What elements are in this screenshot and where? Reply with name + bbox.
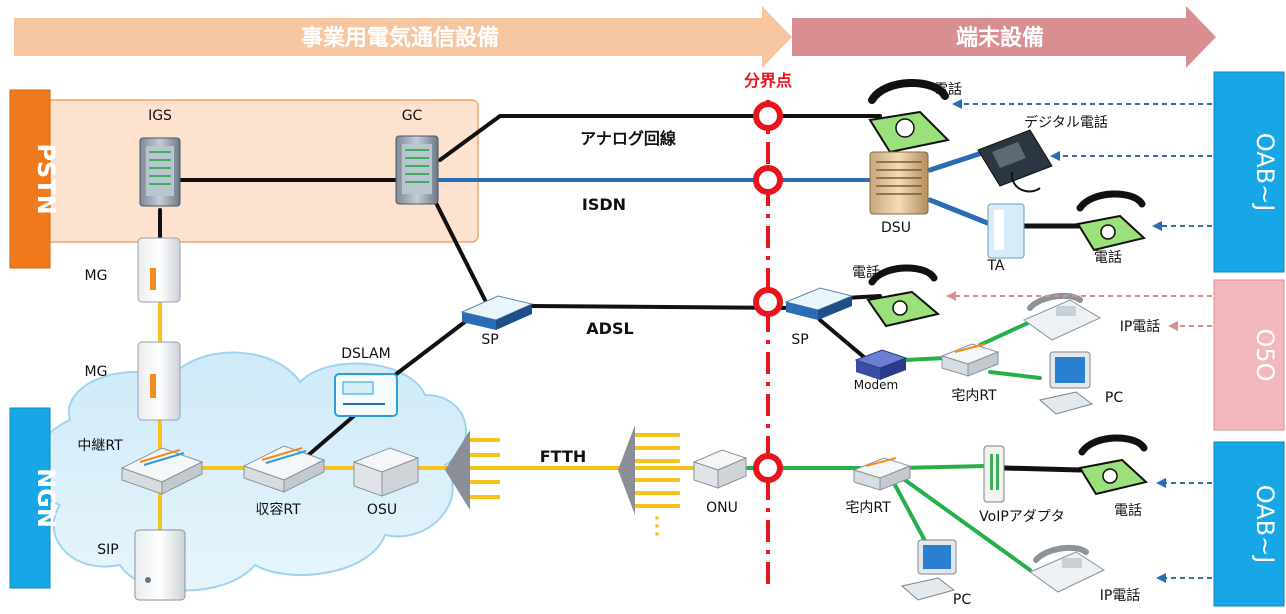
oabj-top-label: OAB~J <box>1251 133 1279 212</box>
pc-bottom-label: PC <box>953 592 971 608</box>
adsl-line-label: ADSL <box>586 319 633 338</box>
home-rt-top-label: 宅内RT <box>951 388 997 404</box>
demarcation-label: 分界点 <box>744 71 792 90</box>
modem-device <box>854 349 908 380</box>
voip-adapter-device <box>983 445 1005 503</box>
modem-label: Modem <box>854 378 898 392</box>
isdn-line-label: ISDN <box>582 195 626 214</box>
ftth-phone-label: 電話 <box>1114 502 1142 519</box>
oabj-top-box: OAB~J <box>1213 71 1285 273</box>
ip-phone-bottom-label: IP電話 <box>1100 587 1141 604</box>
ngn-label: NGN <box>32 468 60 528</box>
ip-phone-top <box>1022 292 1102 341</box>
igs-server <box>139 137 181 207</box>
chukei-rt-router <box>120 447 204 495</box>
mg-bottom-label: MG <box>85 364 108 380</box>
sp-right-splitter <box>784 287 854 320</box>
ta-label: TA <box>986 258 1004 274</box>
oabj-bottom-label: OAB~J <box>1251 485 1279 564</box>
analog-phone <box>868 79 951 154</box>
ftth-phone <box>1078 434 1149 496</box>
isdn-phone <box>1076 190 1147 252</box>
pstn-label: PSTN <box>32 143 60 214</box>
ip-phone-bottom <box>1028 544 1106 593</box>
fiber-splitter-right <box>618 425 680 536</box>
gc-server <box>395 135 439 205</box>
pc-top <box>1038 351 1094 415</box>
gc-label: GC <box>402 108 423 124</box>
terminal-banner-label: 端末設備 <box>956 25 1044 51</box>
shuyo-rt-label: 収容RT <box>255 501 301 518</box>
osu-device <box>352 447 420 497</box>
dsu-device <box>869 151 929 215</box>
o50-label: O5O <box>1251 328 1279 381</box>
digital-phone-label: デジタル電話 <box>1024 114 1108 131</box>
dslam-label: DSLAM <box>341 346 390 362</box>
sip-label: SIP <box>97 542 118 558</box>
sp-left-label: SP <box>481 332 498 348</box>
ip-phone-top-label: IP電話 <box>1120 318 1161 335</box>
oabj-bottom-box: OAB~J <box>1213 441 1285 607</box>
analog-line-label: アナログ回線 <box>580 129 676 148</box>
onu-device <box>692 449 748 489</box>
number-assignment-arrows <box>954 103 1212 579</box>
dslam-device <box>334 373 398 417</box>
adsl-phone-label: 電話 <box>852 264 880 281</box>
o50-box: O5O <box>1213 279 1285 431</box>
osu-label: OSU <box>367 502 397 518</box>
analog-phone-label: 電話 <box>934 81 962 98</box>
shuyo-rt-router <box>242 445 326 493</box>
pc-top-label: PC <box>1105 390 1123 406</box>
sp-left-splitter <box>460 295 534 330</box>
carrier-banner-label: 事業用電気通信設備 <box>301 25 499 51</box>
pstn-box: PSTN <box>9 89 60 269</box>
ftth-line-label: FTTH <box>540 447 587 466</box>
mg-top-label: MG <box>85 268 108 284</box>
carrier-banner: 事業用電気通信設備 <box>14 6 792 68</box>
isdn-phone-label: 電話 <box>1094 249 1122 266</box>
sp-right-label: SP <box>791 332 808 348</box>
ngn-box: NGN <box>9 407 60 589</box>
igs-label: IGS <box>148 108 172 124</box>
home-rt-bottom-label: 宅内RT <box>845 500 891 516</box>
mg-bottom-server <box>137 341 181 421</box>
adsl-phone <box>866 264 941 328</box>
ta-device <box>987 203 1025 259</box>
dsu-label: DSU <box>881 220 911 236</box>
number-assignment-arrowheads <box>946 99 1178 583</box>
onu-label: ONU <box>706 500 738 516</box>
digital-phone <box>977 129 1053 193</box>
voip-adapter-label: VoIPアダプタ <box>979 509 1065 525</box>
fiber-splitter-left <box>445 430 500 510</box>
sip-server <box>134 529 186 601</box>
chukei-rt-label: 中継RT <box>77 438 123 454</box>
demarcation-points <box>753 101 783 483</box>
pc-bottom <box>900 539 957 601</box>
connection-lines <box>158 114 1083 572</box>
terminal-banner: 端末設備 <box>792 6 1216 68</box>
home-rt-bottom-router <box>852 457 912 491</box>
mg-top-server <box>137 237 181 303</box>
home-rt-top-router <box>940 343 1000 377</box>
